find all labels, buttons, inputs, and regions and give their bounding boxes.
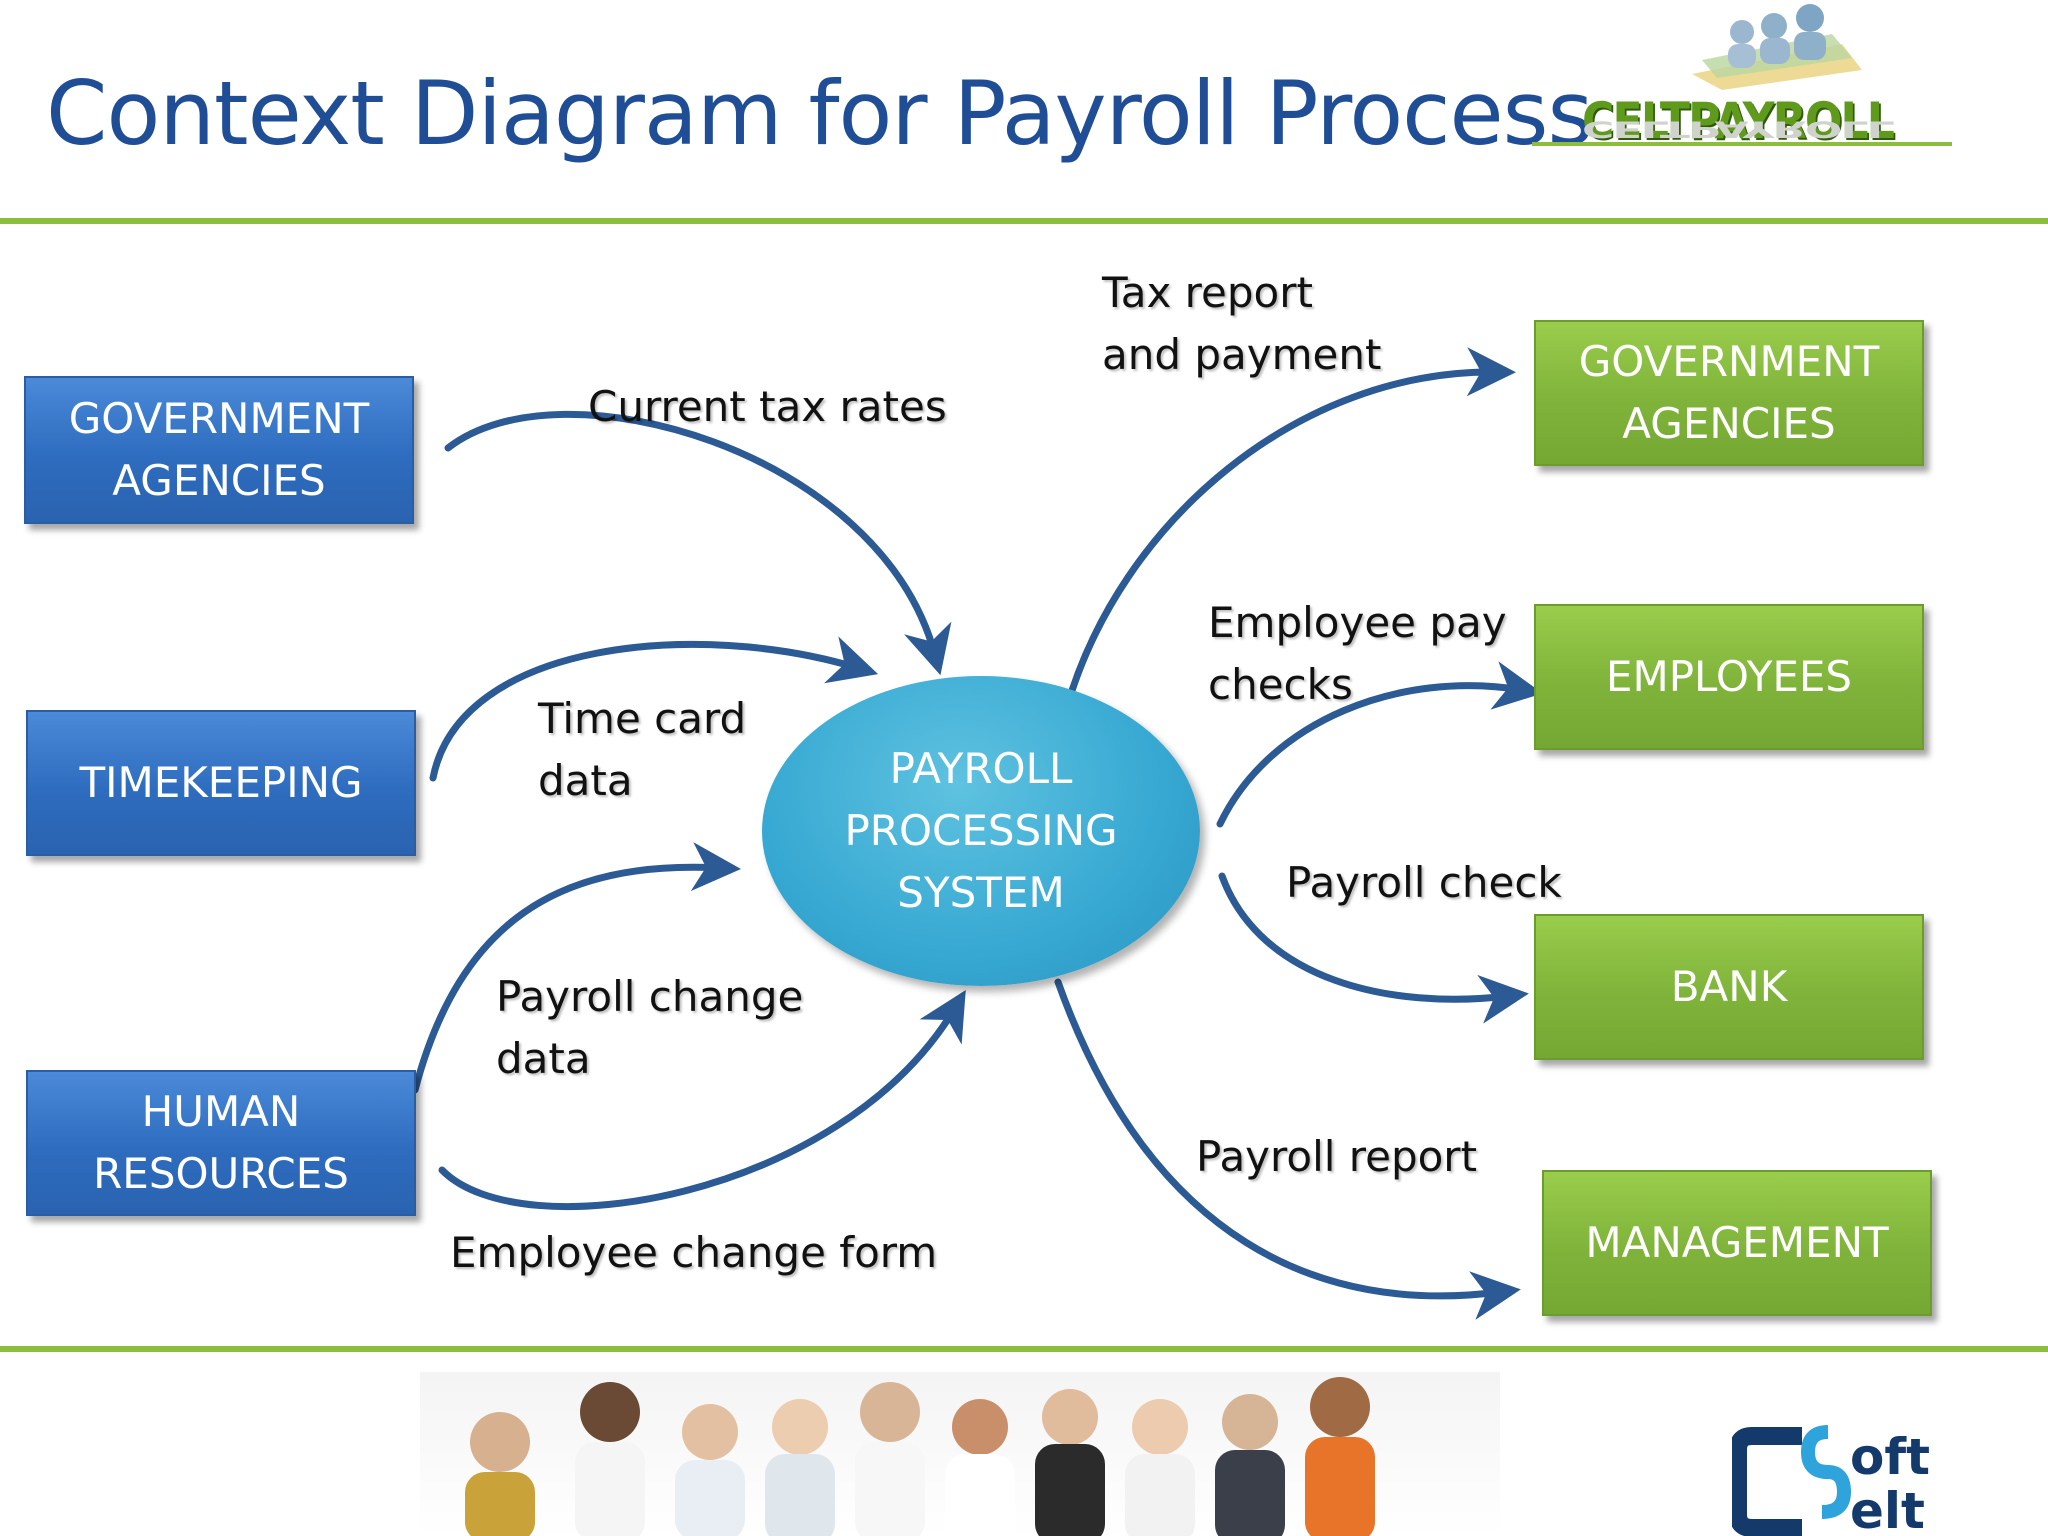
softcelt-logo-icon: oft elt <box>1732 1425 1930 1536</box>
workers-photo-strip <box>420 1372 1500 1536</box>
svg-text:oft: oft <box>1850 1428 1930 1486</box>
arrow-time-card-data <box>429 636 879 782</box>
entity-management: MANAGEMENT <box>1542 1170 1932 1316</box>
people-logo-icon <box>1692 4 1862 90</box>
label-payroll-report: Payroll report <box>1196 1132 1478 1181</box>
header-divider <box>0 218 2048 224</box>
arrow-payroll-report <box>1054 978 1521 1320</box>
label-payroll-change-data: Payroll change data <box>496 972 804 1083</box>
label-payroll-check: Payroll check <box>1286 858 1562 907</box>
slide-title: Context Diagram for Payroll Process <box>46 62 1593 165</box>
label-employee-change-form: Employee change form <box>450 1228 938 1277</box>
payroll-processing-system: PAYROLL PROCESSING SYSTEM <box>762 676 1200 986</box>
arrow-tax-report <box>1062 347 1516 714</box>
arrow-payroll-change-data <box>411 842 741 1094</box>
svg-text:elt: elt <box>1850 1482 1925 1536</box>
arrow-current-tax-rates <box>444 410 952 676</box>
entity-bank: BANK <box>1534 914 1924 1060</box>
label-time-card-data: Time card data <box>538 694 747 805</box>
entity-employees: EMPLOYEES <box>1534 604 1924 750</box>
footer-divider <box>0 1346 2048 1352</box>
arrow-employee-change-form <box>438 989 966 1211</box>
label-current-tax-rates: Current tax rates <box>588 382 947 431</box>
label-employee-pay-checks: Employee pay checks <box>1208 598 1507 709</box>
label-tax-report-and-payment: Tax report and payment <box>1102 268 1382 379</box>
arrow-payroll-check <box>1218 872 1529 1024</box>
celtpayroll-logo: CELTPAYROLL <box>1582 92 1895 150</box>
arrow-employee-pay-checks <box>1216 661 1543 828</box>
logo-underline <box>1532 142 1952 146</box>
entity-timekeeping: TIMEKEEPING <box>26 710 416 856</box>
